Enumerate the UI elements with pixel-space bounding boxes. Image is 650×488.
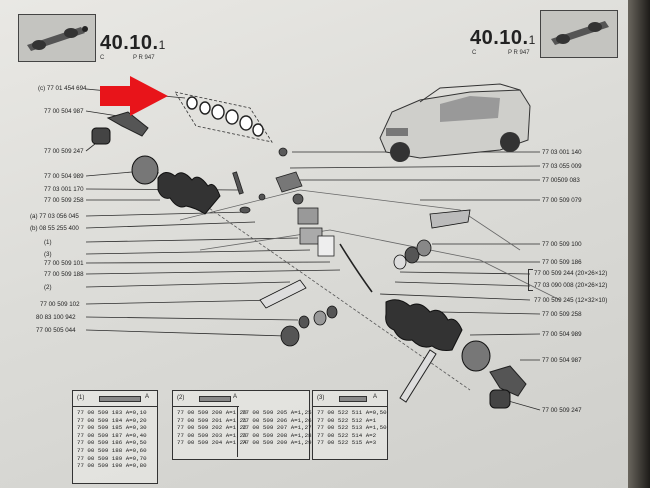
left-label: 77 03 001 170 xyxy=(44,186,84,193)
right-label: 77 03 055 009 xyxy=(542,163,582,170)
right-label: 77 00 504 989 xyxy=(542,331,582,338)
right-label: 77 00 509 247 xyxy=(542,407,582,414)
table-row: 77 00 522 512 A=1 xyxy=(317,416,377,424)
spring-clip xyxy=(399,349,437,403)
right-label: 77 00509 083 xyxy=(542,177,580,184)
table-row: 77 00 509 200 A=1,20 xyxy=(177,409,247,416)
right-label: 77 00 509 258 xyxy=(542,311,582,318)
left-label: 77 00 504 989 xyxy=(44,173,84,180)
letter-right: C xyxy=(472,50,477,56)
size-bracket xyxy=(528,269,533,291)
table-row: 77 00 509 206 A=1,26 xyxy=(242,416,312,424)
right-label: 77 00 509 186 xyxy=(542,259,582,266)
left-label: 77 00 509 102 xyxy=(40,301,80,308)
table-row: 77 00 509 190 A=0,80 xyxy=(77,462,147,470)
left-label: 77 00 509 101 xyxy=(44,260,84,267)
right-label: 77 03 001 140 xyxy=(542,149,582,156)
shim-icon xyxy=(199,396,231,402)
ref-left: P R 947 xyxy=(133,55,155,61)
right-label: 77 03 090 008 (20×26×12) xyxy=(534,282,608,289)
section-code-left: 40.10.1 xyxy=(100,32,166,54)
right-tie-rod-end xyxy=(489,365,527,409)
exploded-parts-drawing xyxy=(91,76,561,409)
table-row: 77 00 509 188 A=0,60 xyxy=(77,446,147,454)
left-bellows xyxy=(131,155,221,215)
letter-left: C xyxy=(100,55,105,61)
right-label: 77 00 509 100 xyxy=(542,241,582,248)
table-row: 77 00 522 511 A=0,50 xyxy=(317,409,387,416)
thumbnail-left xyxy=(18,14,96,62)
left-label: (a) 77 03 056 045 xyxy=(30,213,79,220)
left-tie-rod-end xyxy=(91,111,149,145)
table-row: 77 00 509 184 A=0,20 xyxy=(77,416,147,424)
table-row: 77 00 509 187 A=0,40 xyxy=(77,431,147,439)
table-row: 77 00 509 204 A=1,24 xyxy=(177,439,247,447)
table-row: 77 00 509 209 A=1,29 xyxy=(242,439,312,447)
left-label: 77 00 509 258 xyxy=(44,197,84,204)
page-edge-shadow xyxy=(628,0,650,488)
table-row: 77 00 509 185 A=0,30 xyxy=(77,424,147,432)
ref-right: P R 947 xyxy=(508,50,530,56)
shim-table-1: (1) A 77 00 509 183 A=0,10 77 00 509 184… xyxy=(72,390,158,484)
table-row: 77 00 509 203 A=1,23 xyxy=(177,431,247,439)
right-bellows xyxy=(385,299,491,372)
car-illustration-icon xyxy=(379,83,531,162)
shim-table-3: (3) A 77 00 522 511 A=0,50 77 00 522 512… xyxy=(312,390,388,460)
lower-left-washers xyxy=(259,279,338,347)
left-label: (b) 08 55 255 400 xyxy=(30,225,79,232)
right-label: 77 00 509 244 (20×26×12) xyxy=(534,270,608,277)
table-row: 77 00 509 189 A=0,70 xyxy=(77,454,147,462)
table-row: 77 00 509 201 A=1,21 xyxy=(177,416,247,424)
left-label: (1) xyxy=(44,239,52,246)
seal-kit-box xyxy=(174,91,273,143)
table-row: 77 00 509 202 A=1,22 xyxy=(177,424,247,432)
left-label: (3) xyxy=(44,251,52,258)
right-label: 77 00 509 079 xyxy=(542,197,582,204)
right-label: 77 00 509 245 (12×32×10) xyxy=(534,297,608,304)
left-label: 80 83 100 942 xyxy=(36,314,76,321)
table-row: 77 00 509 207 A=1,27 xyxy=(242,424,312,432)
table-row: 77 00 522 515 A=3 xyxy=(317,439,377,447)
table-row: 77 00 522 514 A=2 xyxy=(317,431,377,439)
steering-rack-thumbnail-icon xyxy=(541,11,617,57)
table-row: 77 00 509 205 A=1,25 xyxy=(242,409,312,416)
table-row: 77 00 509 186 A=0,50 xyxy=(77,439,147,447)
left-label: 77 00 509 247 xyxy=(44,148,84,155)
table-row: 77 00 509 208 A=1,28 xyxy=(242,431,312,439)
catalog-page: 40.10.1 C P R 947 40.10.1 C P R 947 xyxy=(0,0,628,488)
shim-icon xyxy=(99,396,141,402)
right-bearings xyxy=(393,209,471,270)
left-label: 77 00 504 987 xyxy=(44,108,84,115)
section-code-right: 40.10.1 xyxy=(470,27,536,49)
right-label: 77 00 504 987 xyxy=(542,357,582,364)
shim-table-2: (2) A 77 00 509 200 A=1,20 77 00 509 201… xyxy=(172,390,312,460)
left-label: (2) xyxy=(44,284,52,291)
red-arrow-icon xyxy=(100,76,168,116)
steering-rack-thumbnail-icon xyxy=(19,15,95,61)
shim-icon xyxy=(339,396,367,402)
left-label: (c) 77 01 454 694 xyxy=(38,85,87,92)
table-row: 77 00 522 513 A=1,50 xyxy=(317,424,387,432)
pinion-assembly xyxy=(275,147,373,293)
thumbnail-right xyxy=(540,10,618,58)
left-small-parts xyxy=(232,171,266,214)
table-row: 77 00 509 183 A=0,10 xyxy=(77,409,147,416)
left-label: 77 00 509 188 xyxy=(44,271,84,278)
left-label: 77 00 505 044 xyxy=(36,327,76,334)
